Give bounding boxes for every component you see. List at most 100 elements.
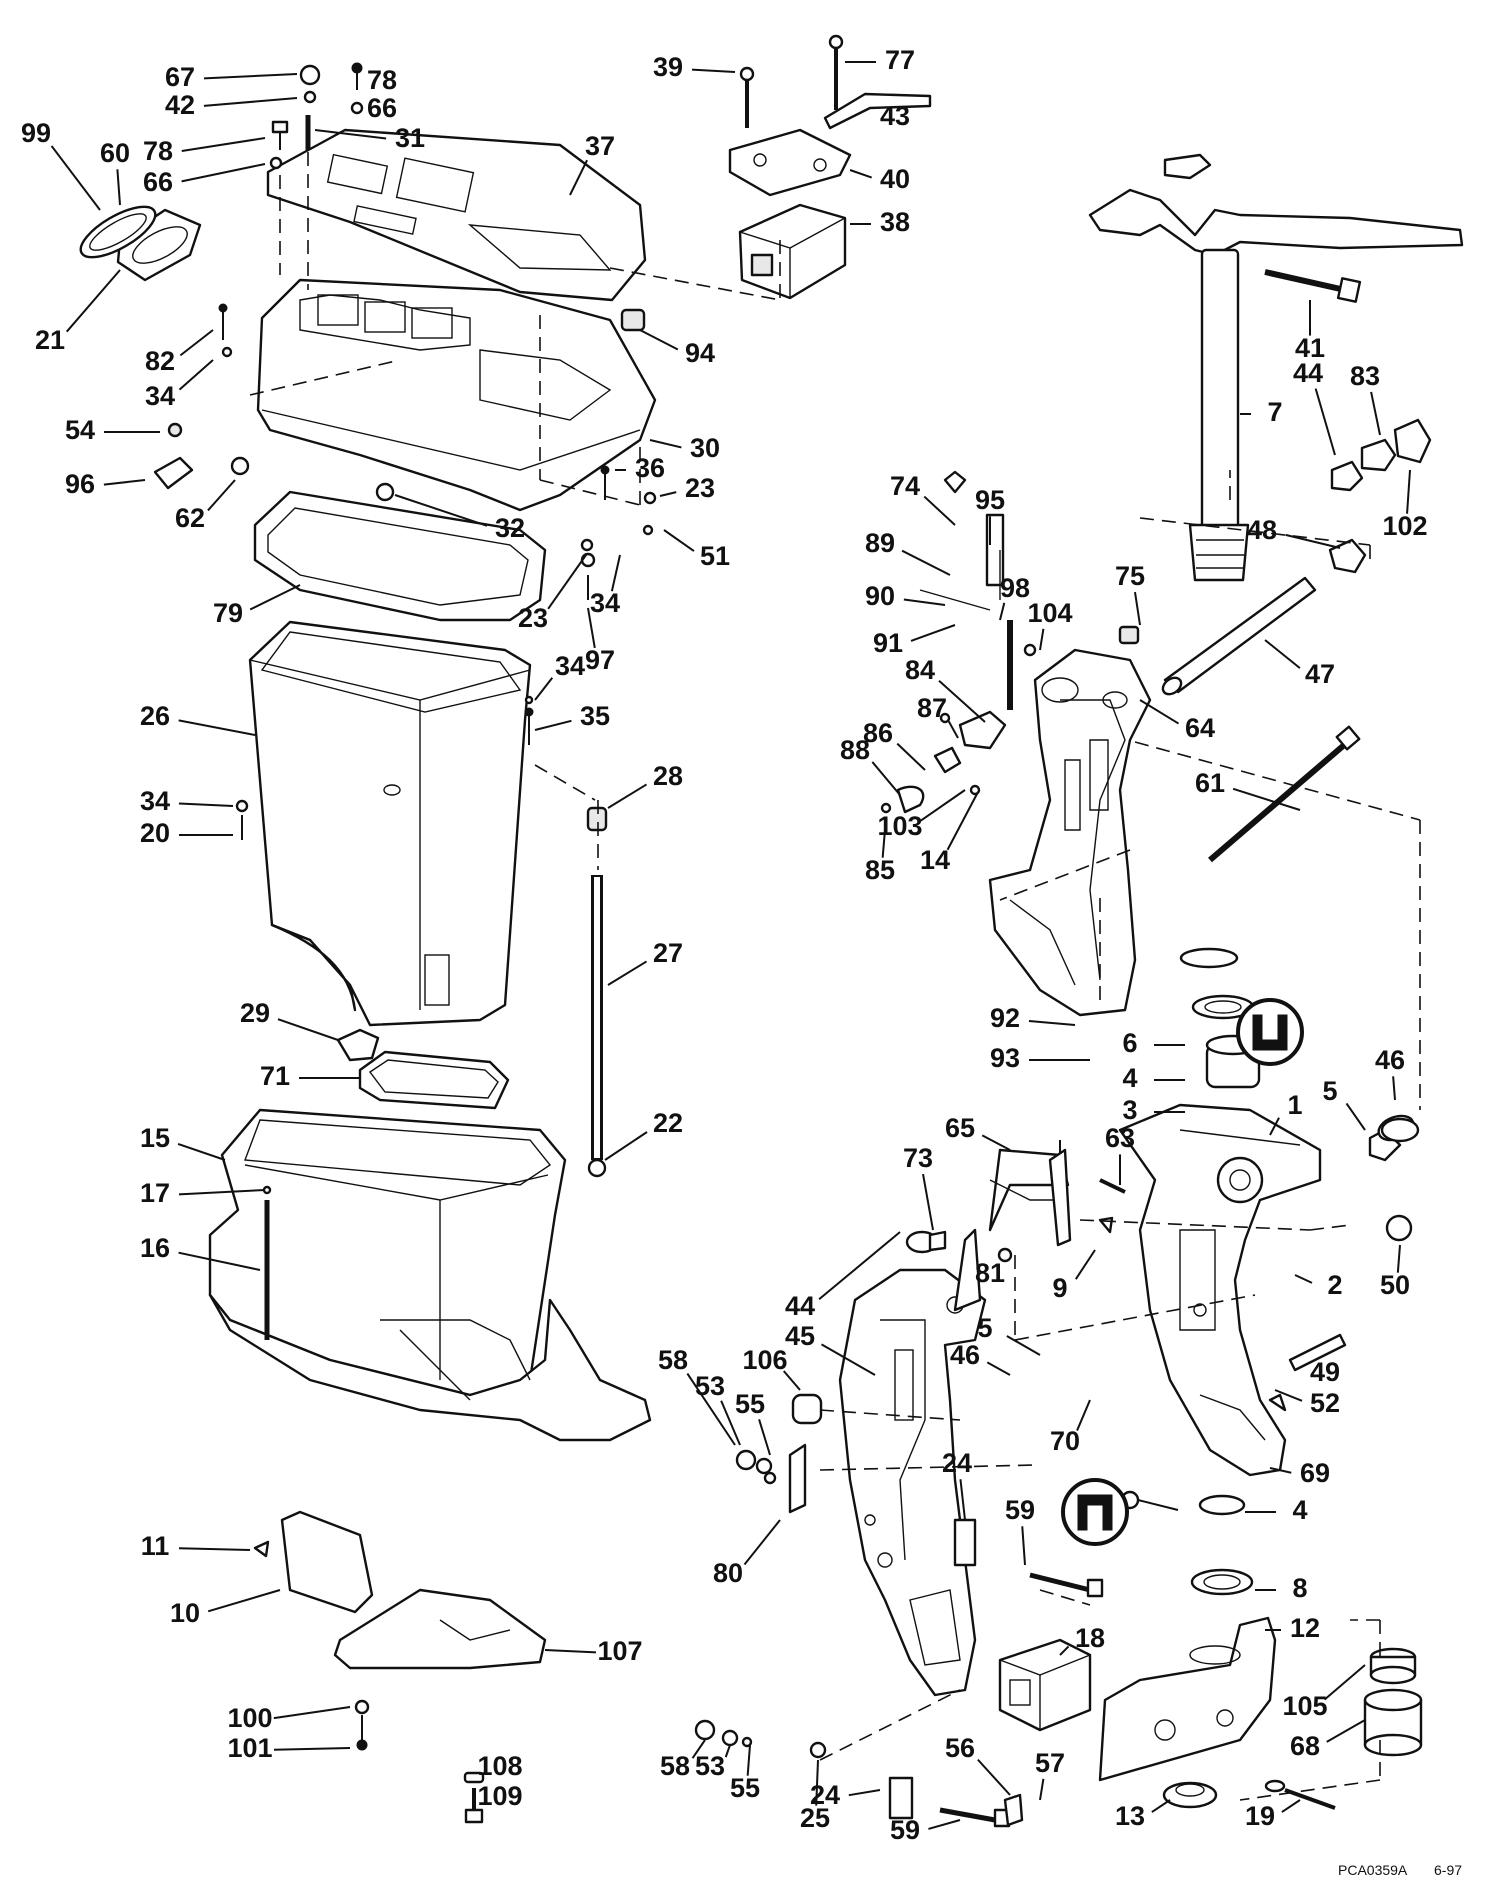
leader-94 xyxy=(639,329,679,351)
callout-35: 35 xyxy=(580,701,610,731)
leader-17 xyxy=(178,1189,266,1196)
callout-109: 109 xyxy=(477,1781,522,1811)
part-60-gasket xyxy=(79,205,157,259)
leader-46a xyxy=(1392,1076,1396,1101)
callout-10: 10 xyxy=(170,1598,200,1628)
leader-34a xyxy=(178,359,214,391)
callout-47: 47 xyxy=(1305,659,1335,689)
part-40-bracket xyxy=(728,128,852,197)
leader-32 xyxy=(394,494,488,527)
callout-23a: 23 xyxy=(685,473,715,503)
callout-43: 43 xyxy=(880,101,910,131)
leader-60 xyxy=(116,169,121,206)
callout-63: 63 xyxy=(1105,1123,1135,1153)
callout-40: 40 xyxy=(880,164,910,194)
callout-93: 93 xyxy=(990,1043,1020,1073)
leader-88 xyxy=(871,761,901,796)
leader-13 xyxy=(1151,1799,1171,1813)
leader-45 xyxy=(821,1343,876,1376)
leader-34b xyxy=(610,554,621,592)
leader-16 xyxy=(178,1251,261,1271)
callout-46a: 46 xyxy=(1375,1045,1405,1075)
leader-50 xyxy=(1396,1244,1401,1273)
leader-44b xyxy=(818,1231,901,1301)
leader-57 xyxy=(1039,1778,1045,1801)
callout-4b: 4 xyxy=(1292,1495,1307,1525)
leader-5a xyxy=(1345,1102,1366,1131)
part-29-seal xyxy=(336,1028,380,1062)
callout-50: 50 xyxy=(1380,1270,1410,1300)
callout-60: 60 xyxy=(100,138,130,168)
callout-53b: 53 xyxy=(695,1751,725,1781)
callout-45: 45 xyxy=(785,1321,815,1351)
callout-73: 73 xyxy=(903,1143,933,1173)
leader-53b xyxy=(724,1744,731,1758)
callout-32: 32 xyxy=(495,513,525,543)
leader-65 xyxy=(981,1134,1011,1151)
callout-49: 49 xyxy=(1310,1357,1340,1387)
callout-38: 38 xyxy=(880,207,910,237)
leader-24a xyxy=(959,1479,966,1521)
leader-23a xyxy=(659,491,677,497)
leader-30 xyxy=(649,439,682,449)
assembly-lines xyxy=(249,152,1421,1801)
part-45-stern-bracket xyxy=(838,1268,987,1697)
leader-86 xyxy=(896,742,926,771)
callout-82: 82 xyxy=(145,346,175,376)
callout-65: 65 xyxy=(945,1113,975,1143)
callout-55b: 55 xyxy=(730,1773,760,1803)
callout-99: 99 xyxy=(21,118,51,148)
leader-82 xyxy=(179,329,214,357)
callout-55a: 55 xyxy=(735,1389,765,1419)
leader-18 xyxy=(1059,1645,1070,1656)
leader-99 xyxy=(50,145,101,211)
leader-5b xyxy=(1006,1335,1041,1356)
part-1-clamp-bracket xyxy=(1118,1103,1322,1477)
callout-61: 61 xyxy=(1195,768,1225,798)
callout-79: 79 xyxy=(213,598,243,628)
leader-19 xyxy=(1281,1799,1301,1813)
leader-89 xyxy=(901,549,951,576)
symbol-upper-badge xyxy=(1236,998,1304,1066)
callout-9: 9 xyxy=(1052,1273,1067,1303)
callout-7: 7 xyxy=(1267,397,1282,427)
part-18-block xyxy=(998,1638,1092,1732)
callout-58a: 58 xyxy=(658,1345,688,1375)
callout-75: 75 xyxy=(1115,561,1145,591)
part-19-bolt xyxy=(1264,1779,1336,1810)
part-65-tilt-lever xyxy=(928,1140,1126,1312)
callout-94: 94 xyxy=(685,338,715,368)
callout-102: 102 xyxy=(1382,511,1427,541)
callout-81: 81 xyxy=(975,1258,1005,1288)
callout-78b: 78 xyxy=(143,136,173,166)
callout-78a: 78 xyxy=(367,65,397,95)
leader-74 xyxy=(923,495,956,526)
leader-68 xyxy=(1326,1719,1366,1743)
leader-91 xyxy=(910,624,956,642)
callout-64: 64 xyxy=(1185,713,1215,743)
callout-105: 105 xyxy=(1282,1691,1327,1721)
callout-54: 54 xyxy=(65,415,95,445)
callout-106: 106 xyxy=(742,1345,787,1375)
callout-104: 104 xyxy=(1027,598,1072,628)
leader-51 xyxy=(663,529,695,552)
callout-2: 2 xyxy=(1327,1270,1342,1300)
leader-55b xyxy=(746,1744,751,1776)
callout-24a: 24 xyxy=(942,1448,972,1478)
callout-30: 30 xyxy=(690,433,720,463)
left-hardware xyxy=(153,62,657,1824)
part-71-seal xyxy=(358,1050,510,1110)
callout-22: 22 xyxy=(653,1108,683,1138)
callout-3: 3 xyxy=(1122,1095,1137,1125)
part-107-plate xyxy=(333,1588,547,1670)
part-64-swivel-bracket xyxy=(988,648,1152,1017)
part-79-gasket xyxy=(253,490,547,622)
callout-29: 29 xyxy=(240,998,270,1028)
tilt-hardware xyxy=(880,470,1361,863)
callout-14: 14 xyxy=(920,845,950,875)
part-13-nut xyxy=(1162,1781,1218,1809)
callout-19: 19 xyxy=(1245,1801,1275,1831)
callout-70: 70 xyxy=(1050,1426,1080,1456)
callout-42: 42 xyxy=(165,90,195,120)
part-47-tube xyxy=(1161,576,1317,696)
